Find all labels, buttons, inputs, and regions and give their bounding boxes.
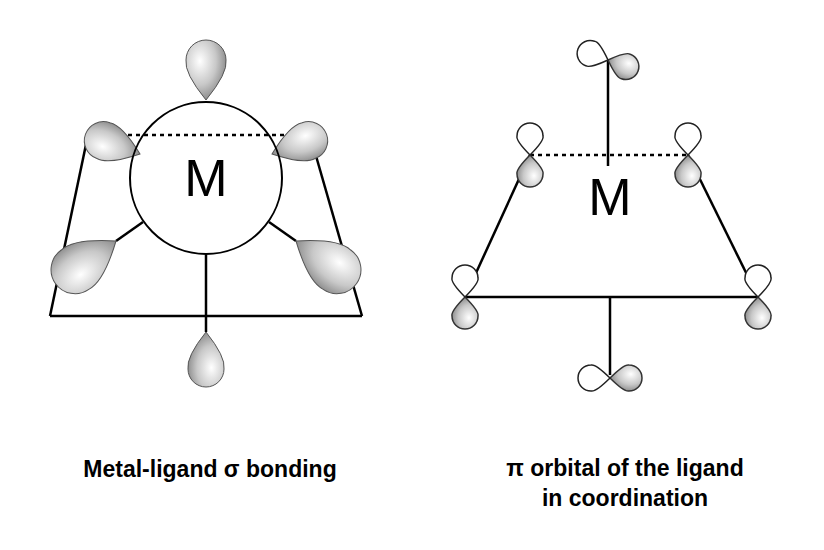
sigma-lobe: [42, 221, 130, 303]
sigma-lobe: [265, 116, 333, 172]
white-lobe: [578, 365, 610, 391]
p-orbital: [578, 365, 642, 391]
bond-line: [205, 255, 208, 332]
p-orbital: [573, 37, 642, 84]
metal-symbol: M: [588, 164, 631, 232]
bond-line: [607, 60, 610, 166]
p-orbital: [517, 123, 543, 187]
metal-symbol: M: [184, 148, 227, 208]
ring-line: [465, 296, 758, 299]
metal-circle: M: [129, 101, 283, 255]
sigma-lobe: [186, 40, 226, 100]
bond-line: [609, 297, 612, 375]
white-lobe: [675, 123, 701, 155]
shaded-lobe: [745, 297, 771, 329]
p-orbital: [452, 265, 478, 329]
bond-line: [269, 222, 296, 241]
caption: π orbital of the ligand in coordination: [501, 454, 749, 514]
shaded-lobe: [610, 365, 642, 391]
shaded-lobe: [604, 48, 643, 84]
white-lobe: [745, 265, 771, 297]
caption: Metal-ligand σ bonding: [83, 455, 336, 485]
pi-figure: [465, 60, 758, 375]
sigma-figure: [50, 135, 362, 332]
white-lobe: [517, 123, 543, 155]
sigma-lobe: [188, 332, 224, 387]
bond-line: [116, 222, 143, 241]
p-orbital: [675, 123, 701, 187]
white-lobe: [452, 265, 478, 297]
white-lobe: [573, 37, 612, 73]
shaded-lobe: [675, 155, 701, 187]
sigma-lobe: [79, 116, 147, 172]
p-orbital: [745, 265, 771, 329]
orbital-lobes: [42, 37, 772, 391]
sigma-lobe: [282, 221, 370, 303]
shaded-lobe: [517, 155, 543, 187]
shaded-lobe: [452, 297, 478, 329]
